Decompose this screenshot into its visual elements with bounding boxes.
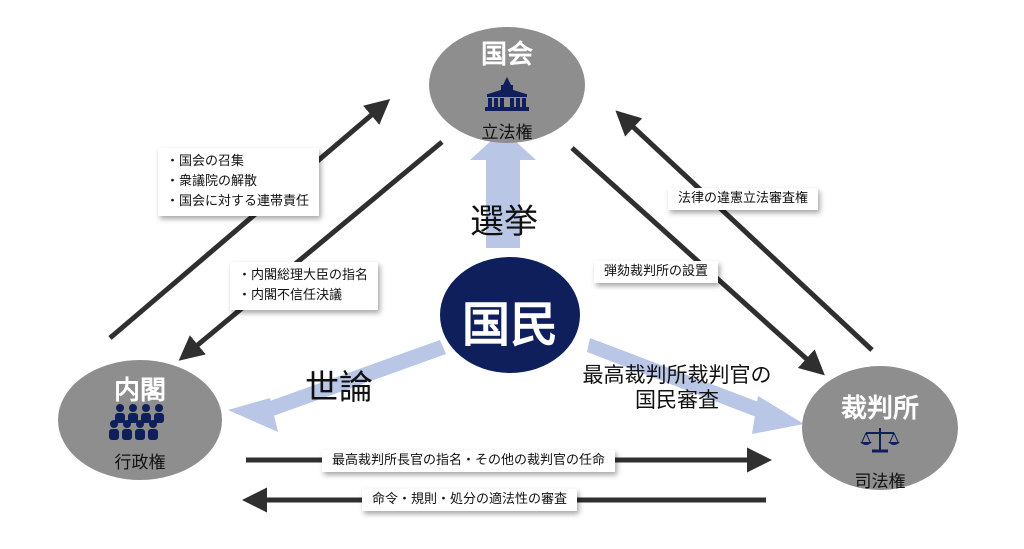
- national-review-arrow: [587, 338, 804, 434]
- label-court-to-cabinet: 命令・規則・処分の適法性の審査: [362, 489, 578, 511]
- arrow-court-to-diet: [615, 110, 874, 352]
- cabinet-subtitle: 行政権: [114, 453, 166, 473]
- diet-subtitle: 立法権: [481, 123, 533, 143]
- label-cabinet-to-diet: ・国会の召集 ・衆議院の解散 ・国会に対する連帯責任: [158, 148, 320, 216]
- scales-icon: [860, 428, 900, 453]
- national-review-label: 最高裁判所裁判官の 国民審査: [562, 363, 792, 413]
- public-opinion-arrow: [228, 340, 446, 432]
- cabinet-title: 内閣: [113, 376, 166, 406]
- label-diet-to-court: 弾劾裁判所の設置: [594, 261, 719, 283]
- national-review-line: 最高裁判所裁判官の: [582, 363, 772, 387]
- people-group-icon: [109, 404, 164, 440]
- diet-title: 国会: [480, 40, 533, 70]
- label-item: ・国会の召集: [166, 154, 245, 169]
- election-label: 選挙: [470, 202, 538, 242]
- court-title: 裁判所: [840, 394, 919, 424]
- label-court-to-diet: 法律の違憲立法審査権: [668, 188, 819, 210]
- arrow-diet-to-court: [570, 146, 825, 376]
- public-opinion-label: 世論: [305, 368, 373, 408]
- election-arrow: [470, 130, 536, 248]
- label-item: ・内閣総理大臣の指名: [238, 268, 369, 283]
- label-item: ・内閣不信任決議: [238, 288, 343, 303]
- people-node: [440, 257, 580, 373]
- diet-building-icon: [485, 77, 529, 111]
- national-review-line: 国民審査: [635, 388, 719, 412]
- arrow-cabinet-to-diet: [108, 99, 391, 340]
- label-diet-to-cabinet: ・内閣総理大臣の指名 ・内閣不信任決議: [230, 262, 379, 310]
- court-subtitle: 司法権: [854, 472, 906, 492]
- arrow-diet-to-cabinet: [178, 140, 444, 361]
- label-cabinet-to-court: 最高裁判所長官の指名・その他の裁判官の任命: [322, 450, 616, 472]
- label-item: ・衆議院の解散: [166, 174, 258, 189]
- people-title: 国民: [461, 297, 558, 353]
- label-item: ・国会に対する連帯責任: [166, 194, 310, 209]
